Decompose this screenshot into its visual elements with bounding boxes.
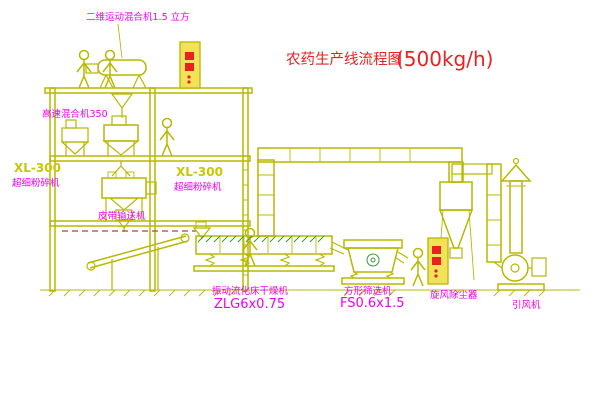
high-speed-mixer — [102, 115, 140, 177]
title-capacity: (500kg/h) — [396, 47, 493, 71]
label-mill-left-model: XL-300 — [14, 161, 61, 175]
person-top-left — [76, 49, 92, 89]
label-high-speed-mixer: 高速混合机350 — [42, 108, 108, 120]
person-figures — [76, 49, 426, 287]
label-mill-center-name: 超细粉碎机 — [174, 181, 222, 193]
label-mill-left-name: 超细粉碎机 — [12, 177, 60, 189]
fluid-bed-dryer — [192, 221, 349, 272]
person-near-sieve — [410, 247, 426, 287]
label-sieve-name: 方形筛选机 — [344, 285, 392, 297]
label-dryer-model: ZLG6x0.75 — [214, 297, 285, 312]
exhaust-stack — [500, 157, 532, 254]
person-second-floor — [159, 117, 175, 157]
pre-mixer — [60, 119, 90, 156]
label-dryer-name: 振动流化床干燥机 — [212, 285, 289, 297]
label-top-mixer: 二维运动混合机1.5 立方 — [86, 11, 190, 23]
diagram-title: 农药生产线流程图 (500kg/h) — [286, 47, 493, 71]
label-mill-center-model: XL-300 — [176, 165, 223, 179]
mill-xl300 — [101, 171, 157, 232]
label-belt-conveyor: 皮带输送机 — [98, 210, 146, 222]
control-cabinet-bottom — [427, 237, 449, 285]
square-sieve — [341, 239, 409, 285]
fan-inlet-duct — [486, 163, 502, 263]
title-main: 农药生产线流程图 — [286, 51, 402, 68]
exhaust-duct — [256, 147, 464, 237]
induced-draft-fan — [493, 254, 547, 291]
label-sieve-model: FS0.6x1.5 — [340, 296, 405, 311]
control-cabinet-top — [179, 41, 201, 89]
building-frame — [44, 87, 253, 292]
label-cyclone-name: 旋风除尘器 — [430, 289, 478, 301]
belt-conveyor — [62, 230, 196, 290]
equipment-labels: 二维运动混合机1.5 立方 高速混合机350 XL-300 超细粉碎机 XL-3… — [12, 11, 541, 312]
label-fan-name: 引风机 — [512, 299, 541, 311]
two-dimension-mixer — [85, 23, 147, 118]
ground-line — [40, 289, 580, 297]
